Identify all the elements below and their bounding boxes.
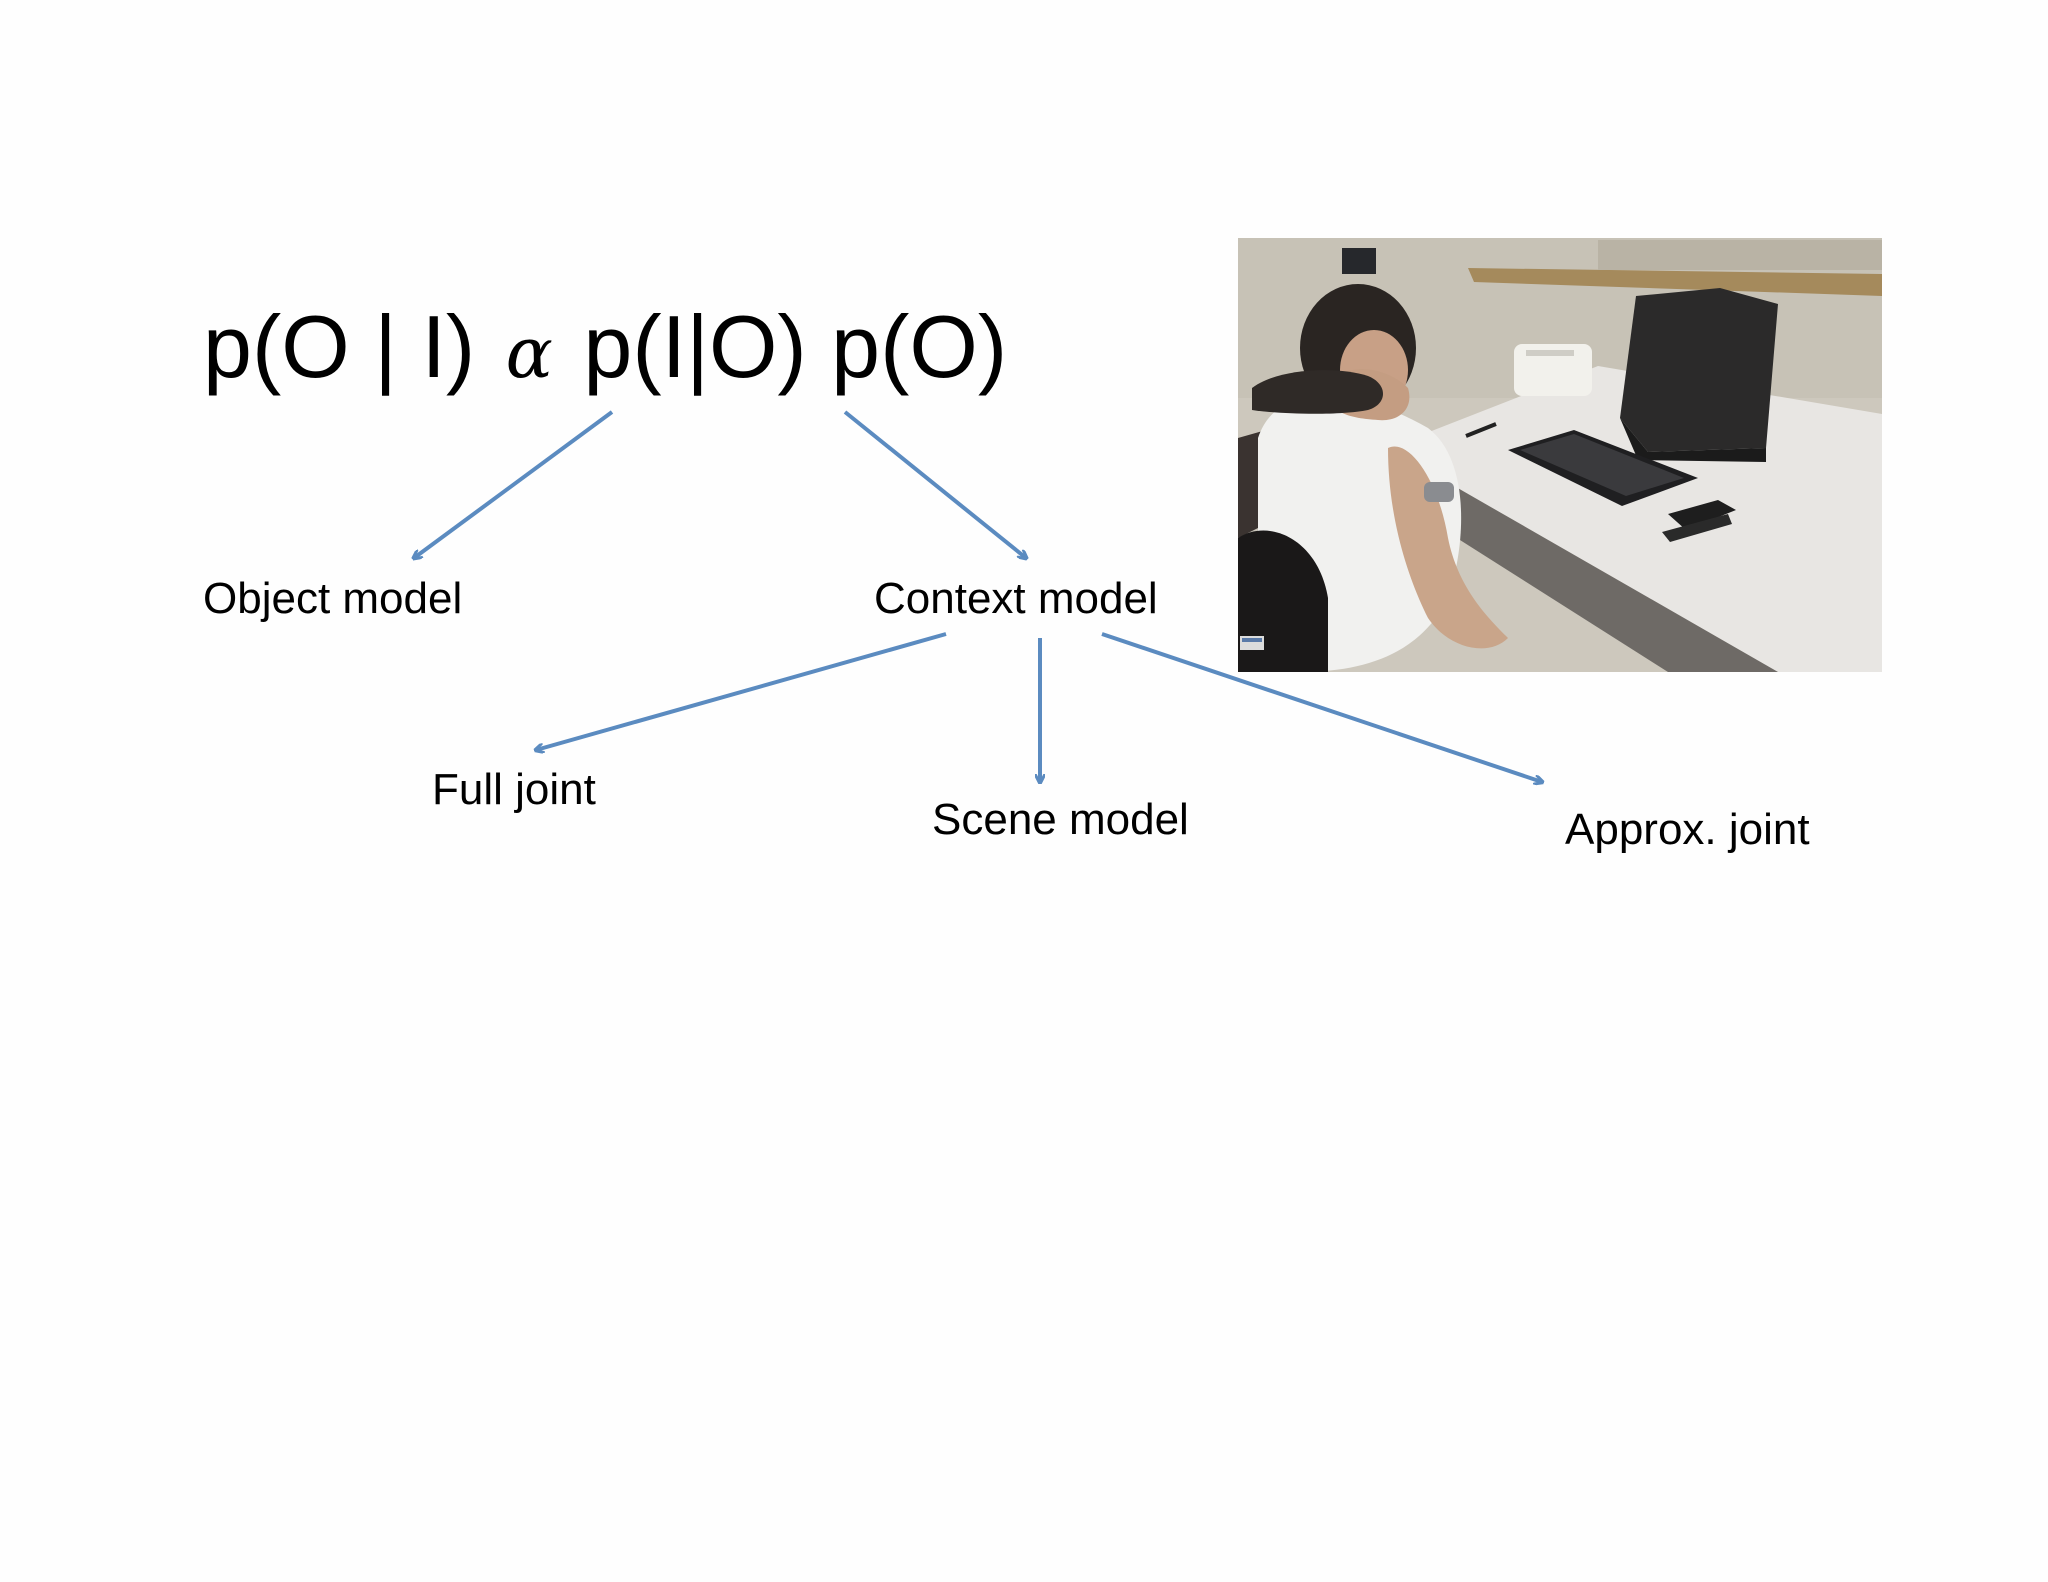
formula-lhs: p(O | I) bbox=[203, 297, 476, 396]
office-photo-image bbox=[1238, 238, 1882, 672]
node-context-model: Context model bbox=[874, 574, 1158, 623]
arrow-likelihood-to-object-model bbox=[414, 410, 614, 558]
node-full-joint: Full joint bbox=[432, 765, 596, 814]
arrow-context-to-full-joint bbox=[536, 632, 947, 750]
formula-rhs: p(I|O) p(O) bbox=[583, 297, 1008, 396]
node-scene-model: Scene model bbox=[932, 795, 1189, 844]
proportional-symbol: α bbox=[505, 312, 553, 394]
node-object-model: Object model bbox=[203, 574, 463, 623]
bayes-formula: p(O | I) α p(I|O) p(O) bbox=[203, 303, 1007, 391]
node-approx-joint: Approx. joint bbox=[1565, 805, 1810, 854]
arrow-prior-to-context-model bbox=[843, 410, 1026, 558]
office-photo bbox=[1238, 238, 1882, 672]
